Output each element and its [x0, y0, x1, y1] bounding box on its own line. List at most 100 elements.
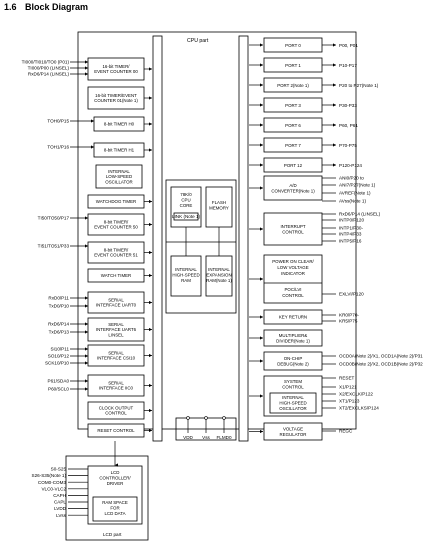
pin-vreg: REGC	[339, 429, 353, 434]
lcd-ram-label: RAM SPACE	[102, 500, 128, 505]
port-pin-arrow-2-head	[333, 83, 336, 87]
pin-arrow-iic0-head	[85, 379, 88, 383]
pin-intc: INTP5/P16	[339, 239, 362, 244]
block-vreg-label: REGULATOR	[280, 432, 307, 437]
pin-tm00: RxD6/P14 (LINSEL)	[28, 72, 70, 77]
cpu-core-label: CPU	[181, 197, 190, 202]
internal-osc-label: INTERNAL	[282, 395, 304, 400]
cpu-core-label: 78K/0	[180, 192, 192, 197]
pin-tm50: TI50/TO50/P17	[38, 216, 70, 221]
bus-arrow-tm00-head	[149, 67, 152, 71]
pin-arrow-tm00-head	[85, 60, 88, 64]
pin-arrow-uart0-head	[85, 296, 88, 300]
pin-tm51: TI51/TO51/P33	[38, 244, 70, 249]
lcd-pin-4: CAPH	[53, 493, 66, 498]
bus-arrow-clk-head	[149, 408, 152, 413]
lcd-pin-6: LVDD	[54, 506, 67, 511]
block-iic0-label: INTERFACE IIC0	[99, 386, 133, 391]
block-dbg	[263, 351, 323, 371]
bus-arrow-tm50-head	[149, 222, 152, 227]
cpu-core-label: CORE	[180, 203, 193, 208]
internal-high-speed-oscillator	[269, 392, 317, 414]
port-label-0: PORT 0	[285, 43, 301, 48]
cpu-part-outline	[77, 31, 357, 430]
block-dbg-label: ON-CHIP	[284, 356, 303, 361]
lcd-bus-arrow-head	[115, 463, 118, 467]
port-pin-arrow-4-head	[333, 123, 336, 127]
high-speed-ram-label: INTERNAL	[175, 267, 197, 272]
pin-poc: EXLVI/P120	[339, 292, 364, 297]
block-uart6-label: SERIAL	[108, 322, 124, 327]
port-pin-3: P30-P33	[339, 103, 357, 108]
block-key-label: KEY RETURN	[279, 315, 307, 320]
pin-arrow-tm00-head	[85, 72, 88, 76]
port-label-6: PORT 12	[284, 163, 303, 168]
pin-tmh0: TOH0/P15	[47, 119, 69, 124]
lcd-pin-3: VLC0-VLC2	[41, 486, 66, 491]
internal-osc-label: OSCILLATOR	[279, 406, 306, 411]
bus-arrow-tmh1-head	[149, 148, 152, 152]
pin-iic0: P60/SCL0	[48, 387, 69, 392]
lcd-pin-2: COM0-COM3	[38, 480, 67, 485]
block-tm00-label: EVENT COUNTER 00	[94, 69, 138, 74]
block-uart0-label: INTERFACE UART0	[96, 303, 137, 308]
port-label-2: PORT 2(Note 1)	[277, 83, 309, 88]
block-vreg-label: VOLTAGE	[283, 426, 303, 431]
port-bus-arrow-3-head	[260, 103, 263, 107]
pin-sys: X1/P121	[339, 385, 357, 390]
port-pin-arrow-3-head	[333, 103, 336, 107]
port-label-3: PORT 3	[285, 103, 301, 108]
block-clk-label: CONTROL	[105, 411, 127, 416]
lcd-ram-label: LCD DATA	[104, 511, 125, 516]
power-pin-dot	[222, 416, 226, 420]
heading-number: 1.6	[4, 2, 17, 12]
lcd-pin-1: S26-S35(Note 1)	[32, 473, 67, 478]
port-bus-arrow-0-head	[260, 43, 263, 47]
high-speed-ram-block	[170, 255, 202, 297]
pin-adc: ANI0/P20 to	[339, 176, 364, 181]
block-iic0-label: SERIAL	[108, 381, 124, 386]
power-pin-dot	[204, 416, 208, 420]
pin-uart6: TxD6/P13	[49, 330, 70, 335]
right-internal-bus	[238, 35, 249, 442]
bus-arrow-rst-head	[149, 428, 152, 433]
pin-csi10: SCK10/P10	[45, 361, 69, 366]
pin-arrow-uart0-head	[85, 304, 88, 308]
block-wt-label: WATCH TIMER	[101, 273, 131, 278]
pin-arrow-csi10-head	[85, 361, 88, 365]
block-clk-label: CLOCK OUTPUT	[99, 406, 134, 411]
pin-intc: INTP4/P33	[339, 232, 362, 237]
block-uart6-label: INTERFACE UART6	[96, 327, 137, 332]
port-pin-6: P120-P124	[339, 163, 362, 168]
pin-arrow-iic0-head	[85, 387, 88, 391]
port-bus-arrow-6-head	[260, 163, 263, 167]
port-bus-arrow-4-head	[260, 123, 263, 127]
block-poc-label: LOW VOLTAGE	[277, 265, 308, 270]
port-pin-arrow-1-head	[333, 63, 336, 67]
port-label-5: PORT 7	[285, 143, 301, 148]
port-pin-5: P70-P75	[339, 143, 357, 148]
block-sys-label: SYSTEM	[284, 379, 302, 384]
bus-arrow-vreg-head	[260, 429, 263, 434]
block-intc	[263, 212, 323, 246]
bus-arrow-tm01-head	[149, 96, 152, 100]
block-adc-label: CONVERTER(Note 1)	[271, 188, 315, 193]
pin-intc: RxD6/P14 (LINSEL)	[339, 212, 381, 217]
lcd-controller-label: LCD	[111, 470, 120, 475]
bus-arrow-poc-head	[260, 277, 263, 281]
pin-arrow-tmh1-head	[91, 145, 94, 149]
bus-arrow-wdt-head	[149, 199, 152, 204]
port-bus-arrow-1-head	[260, 63, 263, 67]
port-pin-2: P20 to P27(Note 1)	[339, 83, 379, 88]
pin-sys: XT1/P123	[339, 399, 360, 404]
bus-arrow-uart0-head	[149, 300, 152, 305]
lcd-ram-label: FOR	[110, 506, 119, 511]
lcd-pin-5: CAPL	[54, 500, 66, 505]
block-poc-label: CONTROL	[282, 293, 304, 298]
pin-arrow-tm50-head	[85, 216, 88, 220]
flash-memory-label: MEMORY	[209, 205, 229, 210]
block-poc	[263, 254, 323, 304]
power-pin-1: Vss	[202, 435, 210, 440]
pin-adc: AVREF(Note 1)	[339, 191, 371, 196]
